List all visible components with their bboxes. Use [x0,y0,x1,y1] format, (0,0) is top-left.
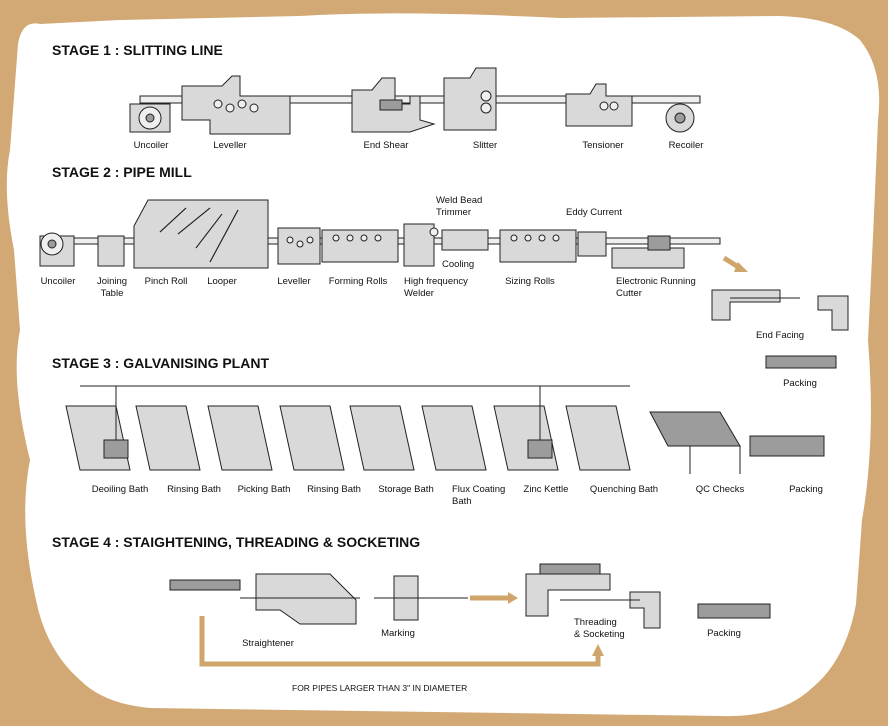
label-hf-2: Welder [404,288,434,299]
label-eddy: Eddy Current [566,207,622,218]
white-panel [6,13,880,717]
label-sizing-rolls: Sizing Rolls [505,276,555,287]
label-pinch-roll: Pinch Roll [144,276,188,287]
stage2-title: STAGE 2 : PIPE MILL [52,164,192,180]
label-zinc: Zinc Kettle [523,484,569,495]
bath-tanks [65,405,631,471]
label-threading-2: & Socketing [574,629,625,640]
stage3-line [65,385,825,474]
packing-bundle-s2 [765,355,837,369]
label-cooling: Cooling [442,259,475,270]
packing-bundle-s3 [749,435,825,457]
bath-picking [207,405,273,471]
bypass-arrow [199,616,601,667]
label-storage: Storage Bath [378,484,434,495]
label-picking: Picking Bath [237,484,291,495]
running-cutter [611,247,685,269]
stage4-line [169,563,771,667]
label-slitter: Slitter [472,140,498,151]
label-weld-2: Trimmer [436,207,471,218]
label-end-facing: End Facing [755,330,805,341]
label-forming-rolls: Forming Rolls [328,276,388,287]
label-looper: Looper [207,276,237,287]
label-flux-1: Flux Coating [452,484,506,495]
label-rinsing2: Rinsing Bath [307,484,361,495]
stage4-title: STAGE 4 : STAIGHTENING, THREADING & SOCK… [52,534,421,550]
pipe-bundle-in [169,579,241,591]
label-recoiler: Recoiler [668,140,704,151]
packing-bundle-s4 [697,603,771,619]
label-s2-packing: Packing [783,378,817,389]
label-joining-2: Table [100,288,124,299]
looper-box [133,199,269,269]
stage3-title: STAGE 3 : GALVANISING PLANT [52,355,270,371]
slitter-machine [443,67,497,131]
label-qc: QC Checks [695,484,745,495]
stage1-title: STAGE 1 : SLITTING LINE [52,42,223,58]
threading-left [525,573,611,617]
bath-storage [349,405,415,471]
label-s2-leveller: Leveller [277,276,311,287]
bypass-note: FOR PIPES LARGER THAN 3" IN DIAMETER [292,683,468,693]
bath-flux [421,405,487,471]
label-weld-1: Weld Bead [436,195,483,206]
label-tensioner: Tensioner [582,140,624,151]
label-threading-1: Threading [574,617,617,628]
stage1-line [129,67,701,135]
end-facing-right [817,295,849,331]
label-cutter-1: Electronic Running [616,276,696,287]
label-joining-1: Joining [96,276,128,287]
hf-welder [403,223,435,267]
bath-quenching [565,405,631,471]
label-leveller: Leveller [213,140,247,151]
leveller-machine [181,75,291,135]
straightener-machine [255,573,357,625]
cooling-box [441,229,489,251]
forming-rolls [321,229,399,263]
label-hf-1: High frequency [404,276,468,287]
label-end-shear: End Shear [363,140,409,151]
threading-right [629,591,661,629]
sizing-rolls [499,229,577,263]
label-s4-packing: Packing [707,628,741,639]
label-uncoiler: Uncoiler [133,140,169,151]
bath-rinsing2 [279,405,345,471]
label-cutter-2: Cutter [616,288,642,299]
label-quenching: Quenching Bath [589,484,659,495]
bath-rinsing1 [135,405,201,471]
label-s2-uncoiler: Uncoiler [40,276,76,287]
label-s3-packing: Packing [789,484,823,495]
label-straightener: Straightener [242,638,294,649]
tensioner-machine [565,83,633,127]
eddy-current [577,231,607,257]
joining-table [97,235,125,267]
label-flux-2: Bath [452,496,472,507]
label-marking: Marking [381,628,415,639]
label-rinsing1: Rinsing Bath [167,484,221,495]
label-deoiling: Deoiling Bath [91,484,149,495]
stage2-line [39,199,849,369]
